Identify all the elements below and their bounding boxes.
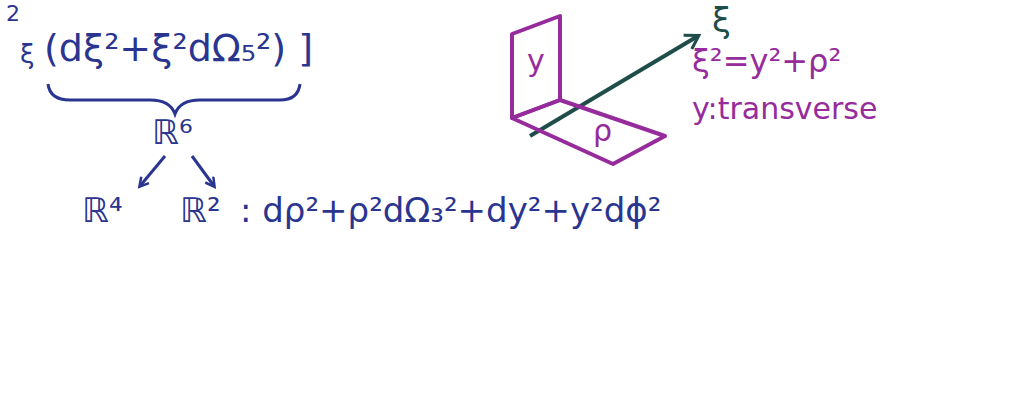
space-label: ℝ² [180,192,221,229]
relation-formula: ξ²=y²+ρ² [692,44,841,79]
plane-outline [505,90,675,172]
space-label: ℝ⁶ [152,114,193,151]
metric-formula: (dξ²+ξ²dΩ₅²) ] [44,28,313,70]
symbol-fragment: ξ [20,40,35,69]
exponent-fragment: 2 [6,2,20,26]
plane-label: ρ [593,114,612,147]
metric-formula: : dρ²+ρ²dΩ₃²+dy²+y²dϕ² [240,192,661,229]
horizontal-plane: ρ [505,90,675,172]
note: y:transverse [692,92,877,125]
vector-label: ξ [712,2,731,39]
split-arrow [192,156,214,186]
space-label: ℝ⁴ [82,192,123,229]
underbrace [48,84,300,114]
plane-label: y [527,44,545,77]
xi-vector [530,36,698,136]
split-arrow [140,156,165,186]
